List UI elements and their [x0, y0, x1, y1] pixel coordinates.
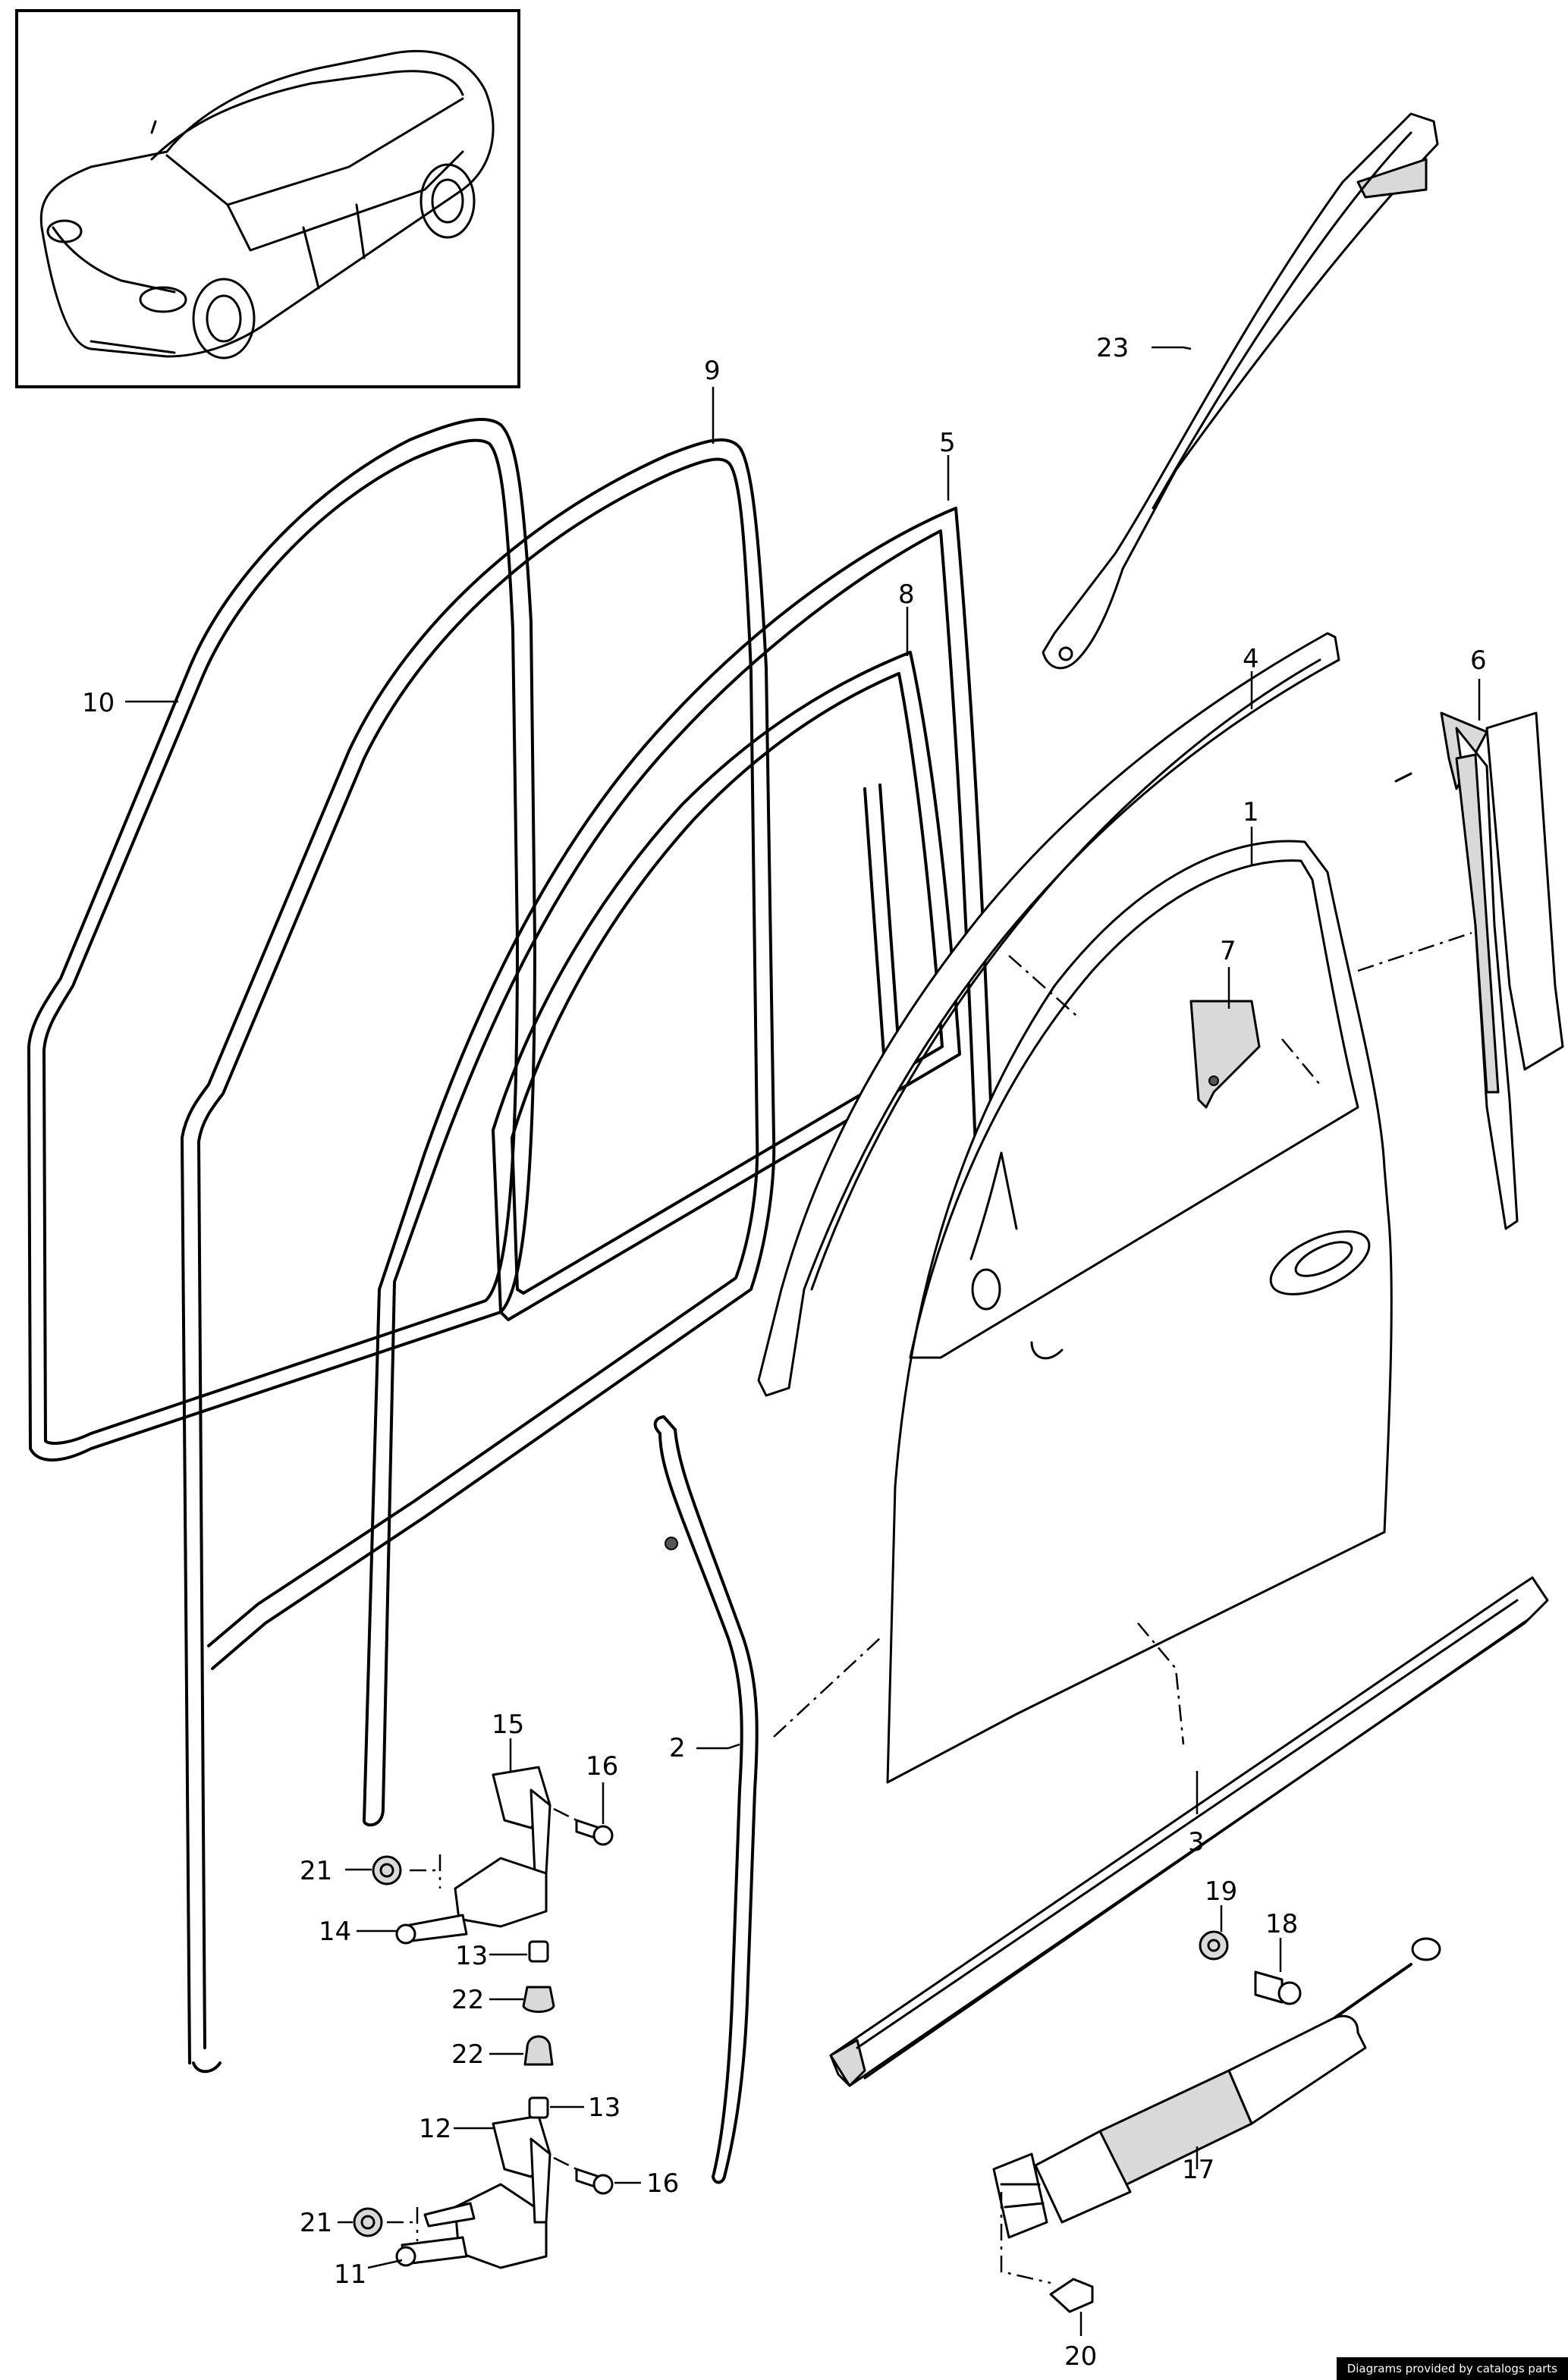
- callout-16a: 16: [586, 1751, 618, 1782]
- callout-6: 6: [1470, 645, 1487, 676]
- alignment-lines: [387, 931, 1472, 2284]
- callout-13b: 13: [588, 2093, 621, 2123]
- callout-21b: 21: [300, 2208, 332, 2238]
- car-thumbnail-icon: [15, 9, 520, 388]
- callout-5: 5: [939, 428, 956, 458]
- part-3-rocker-trim: [829, 1576, 1549, 2087]
- part-12-lower-hinge: [492, 2115, 551, 2224]
- part-11-lower-hinge-base: [395, 2183, 548, 2269]
- callout-17: 17: [1182, 2155, 1214, 2185]
- callout-21a: 21: [300, 1856, 332, 1886]
- callout-labels: 1 2 3 4 5 6 7 8 9 10 11 12 13 13 14 15 1…: [82, 333, 1487, 2372]
- callout-9: 9: [704, 356, 721, 386]
- callout-15: 15: [492, 1710, 524, 1740]
- part-17-door-check: [992, 1937, 1441, 2239]
- fastener-18-bolt: [1254, 1970, 1302, 2005]
- callout-23: 23: [1096, 333, 1129, 363]
- fastener-20-bolt: [1049, 2278, 1094, 2313]
- callout-19: 19: [1205, 1876, 1237, 1907]
- part-23-pillar-trim: [1042, 112, 1439, 670]
- leader-lines: [125, 346, 1481, 2336]
- callout-20: 20: [1064, 2341, 1097, 2372]
- callout-2: 2: [669, 1733, 686, 1763]
- callout-16b: 16: [646, 2168, 679, 2199]
- callout-12: 12: [419, 2114, 451, 2144]
- callout-18: 18: [1265, 1909, 1298, 1939]
- callout-1: 1: [1243, 797, 1259, 827]
- fastener-16-lower-bolt: [575, 2168, 614, 2195]
- part-2-seal-strip: [653, 1415, 759, 2184]
- fastener-19-nut: [1199, 1930, 1229, 1961]
- part-14-upper-hinge-base: [395, 1857, 548, 1945]
- fastener-22-lower-cap: [523, 2035, 554, 2066]
- part-7-mirror-triangle: [1189, 1000, 1261, 1109]
- fastener-21-upper-nut: [372, 1855, 402, 1885]
- callout-22a: 22: [451, 1985, 484, 2015]
- callout-14: 14: [319, 1917, 351, 1947]
- fastener-22-upper-cap: [522, 1986, 555, 2013]
- part-15-upper-hinge: [492, 1766, 551, 1875]
- callout-22b: 22: [451, 2039, 484, 2070]
- callout-10: 10: [82, 688, 115, 718]
- part-4-channel-strip: [757, 632, 1340, 1397]
- fastener-21-lower-nut: [353, 2207, 383, 2237]
- part-6-rear-trim: [1394, 711, 1564, 1230]
- part-1-door-shell: [886, 840, 1393, 1784]
- fastener-16-upper-bolt: [575, 1819, 614, 1846]
- fastener-13-lower-stud: [528, 2096, 549, 2119]
- callout-3: 3: [1188, 1827, 1205, 1857]
- callout-4: 4: [1243, 644, 1259, 674]
- part-8-window-seal: [492, 651, 961, 1321]
- callout-11: 11: [334, 2259, 366, 2290]
- callout-7: 7: [1220, 936, 1236, 966]
- part-10-door-seal: [27, 417, 536, 1462]
- fastener-13-upper-stud: [528, 1940, 549, 1963]
- callout-8: 8: [898, 579, 915, 610]
- callout-13a: 13: [455, 1941, 488, 1971]
- credit-label: Diagrams provided by catalogs parts: [1336, 2357, 1568, 2380]
- part-9-frame-seal: [181, 438, 776, 2074]
